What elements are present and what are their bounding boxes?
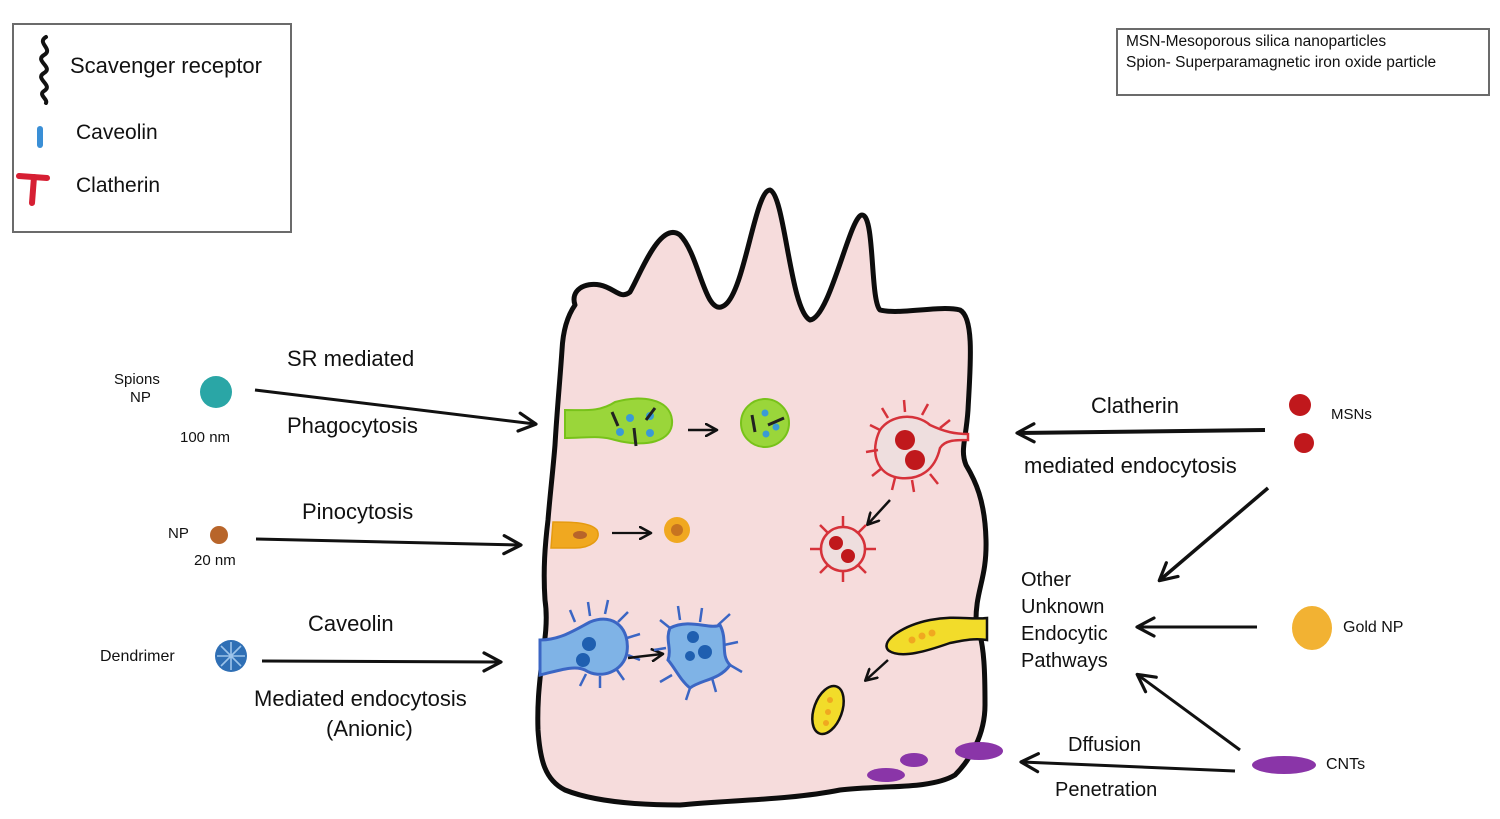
abbreviation-box: MSN-Mesoporous silica nanoparticles Spio… [1116,28,1490,96]
clathrin-internal-arrow [868,499,891,524]
msns-label: MSNs [1331,406,1372,423]
caveosome-forming [538,599,641,688]
msn-to-other-arrow [1157,486,1270,583]
cell-membrane [535,187,989,808]
gold-np-particle [1292,606,1332,650]
pinocytosis-label: Pinocytosis [302,499,414,524]
clatherin-mediated-endocytosis-label: mediated endocytosis [1024,453,1237,478]
clathrin-vesicle-internalized [810,516,876,582]
legend-label-clatherin: Clatherin [76,174,161,197]
phagocytosis-arrow [254,388,538,433]
caveolin-arrow [261,651,503,673]
legend-box: Scavenger receptor Caveolin Clatherin [12,23,292,233]
cnt-internal-2 [900,753,928,767]
caveolin-icon [34,123,46,156]
np-particle [210,526,228,544]
msn-particle-1 [1289,394,1311,416]
pinocytosis-arrow [255,534,523,556]
caveolin-label: Caveolin [308,611,394,636]
abbreviation-msn: MSN-Mesoporous silica nanoparticles [1126,33,1387,50]
dendrimer-label: Dendrimer [100,648,175,665]
phagocytosis-label: Phagocytosis [287,413,418,438]
cnt-internal-3 [867,768,905,782]
cnt-particle [1252,756,1316,774]
pinosome-internalized [664,517,690,543]
other-pathways-line1: Other [1021,569,1072,591]
phagosome-internalized [740,398,790,448]
cnt-to-other-arrow [1135,672,1241,752]
spions-label-line2: NP [130,389,151,406]
gold-internal-arrow [866,659,889,680]
abbreviation-spion: Spion- Superparamagnetic iron oxide part… [1126,54,1437,71]
clatherin-label: Clatherin [1091,393,1180,418]
legend-label-scavenger-receptor: Scavenger receptor [70,53,262,78]
clatherin-arrow [1015,422,1266,444]
msn-particle-2 [1294,433,1314,453]
gold-vesicle-forming [885,616,989,656]
gold-np-label: Gold NP [1343,619,1404,636]
phagosome-forming [564,397,674,447]
clatherin-icon [16,169,52,214]
sr-mediated-label: SR mediated [287,346,415,371]
clathrin-pit-forming [865,399,970,493]
scavenger-receptor-icon [34,33,56,110]
spions-label-line1: Spions [114,371,160,388]
other-pathways-line3: Endocytic [1021,623,1108,645]
gold-vesicle-internalized [811,684,845,736]
spions-size: 100 nm [180,429,231,446]
legend-label-caveolin: Caveolin [76,121,158,144]
pinosome-forming [550,521,599,549]
penetration-label: Penetration [1055,779,1158,801]
cnt-internal-1 [955,742,1003,760]
cnts-label: CNTs [1326,756,1366,773]
other-pathways-line2: Unknown [1021,596,1105,618]
other-pathways-line4: Pathways [1021,650,1108,672]
np-label: NP [168,525,189,542]
caveosome-internalized [653,605,743,701]
caveosome-internal-arrow [627,654,662,658]
diffusion-arrow [1019,752,1236,774]
diffusion-label: Dffusion [1068,734,1142,756]
spions-np-particle [200,376,232,408]
dendrimer-particle [215,640,247,672]
mediated-endocytosis-label: Mediated endocytosis [254,686,467,711]
anionic-label: (Anionic) [326,716,413,741]
np-size: 20 nm [194,552,236,569]
